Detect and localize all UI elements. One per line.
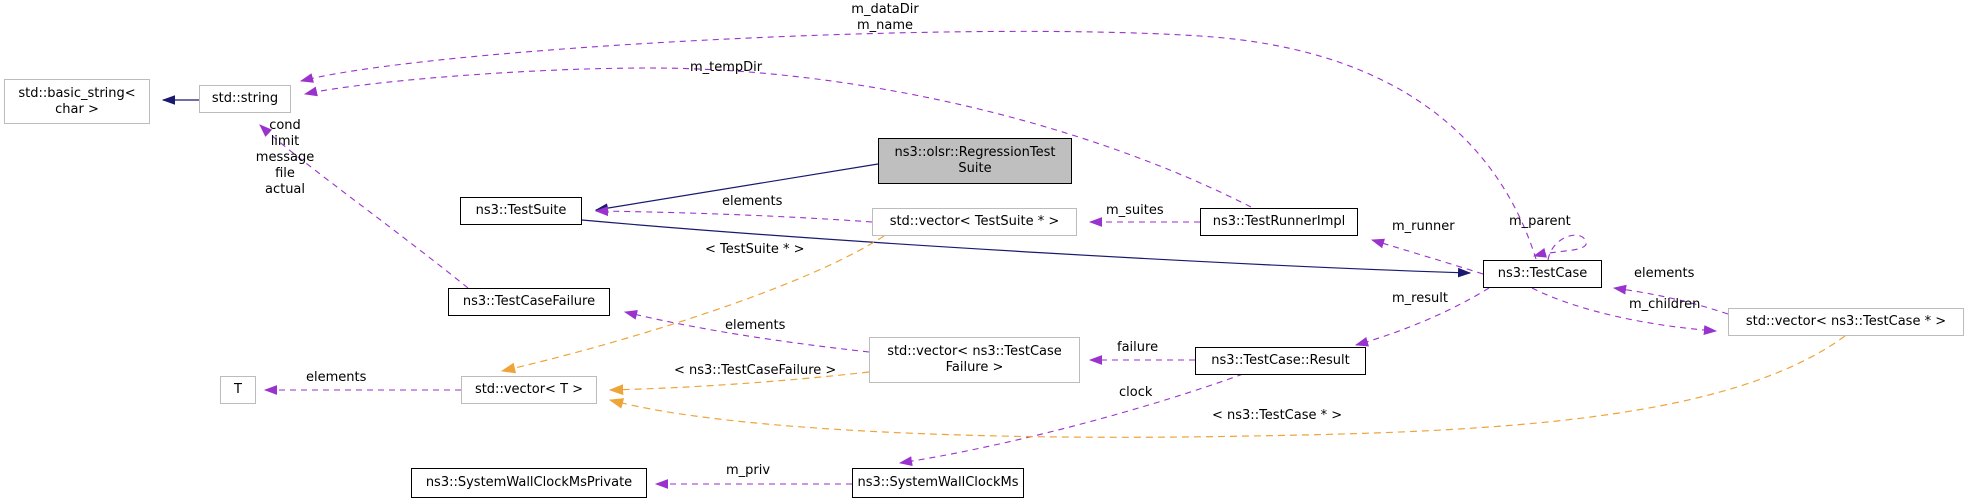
label-m-runner: m_runner — [1392, 219, 1455, 234]
node-t[interactable]: T — [220, 376, 256, 404]
label-elements-testcasefailure: elements — [725, 318, 786, 333]
edge-m-result — [1354, 287, 1490, 347]
label-m-tempdir: m_tempDir — [690, 60, 763, 75]
label-failure: failure — [1117, 340, 1159, 355]
node-ns3-testcase[interactable]: ns3::TestCase — [1483, 260, 1602, 288]
label-m-parent: m_parent — [1509, 214, 1571, 229]
edge-template-testcase-ptr — [608, 335, 1846, 438]
edge-m-parent-selfloop — [1532, 234, 1587, 261]
node-ns3-testcasefailure[interactable]: ns3::TestCaseFailure — [448, 288, 610, 316]
node-std-vector-testsuite[interactable]: std::vector< TestSuite * > — [872, 208, 1077, 236]
label-m-suites: m_suites — [1106, 203, 1164, 218]
edge-m-tempdir — [303, 67, 1252, 208]
label-template-testcasefailure: < ns3::TestCaseFailure > — [674, 363, 837, 378]
node-ns3-testrunnerimpl[interactable]: ns3::TestRunnerImpl — [1200, 208, 1358, 236]
edge-elements-vectcf-testcasefailure — [623, 310, 870, 353]
node-ns3-testsuite[interactable]: ns3::TestSuite — [460, 197, 582, 225]
label-cond-limit-message-file-actual: cond limit message file actual — [255, 118, 315, 197]
label-elements-t: elements — [306, 370, 367, 385]
edge-cond-limit-message-file-actual — [259, 124, 469, 289]
label-m-result: m_result — [1392, 291, 1448, 306]
label-template-testcase-ptr: < ns3::TestCase * > — [1212, 408, 1343, 423]
node-ns3-systemwallclockms[interactable]: ns3::SystemWallClockMs — [852, 468, 1024, 498]
node-ns3-olsr-regressiontestsuite[interactable]: ns3::olsr::RegressionTest Suite — [878, 138, 1072, 184]
edge-m-runner — [1370, 238, 1484, 275]
edge-clock — [898, 373, 1244, 467]
node-std-vector-t[interactable]: std::vector< T > — [461, 376, 597, 404]
edge-regressionsuite-to-testsuite — [594, 163, 879, 213]
node-std-string[interactable]: std::string — [199, 85, 291, 113]
node-std-basic-string[interactable]: std::basic_string< char > — [4, 79, 150, 124]
label-m-datadir-m-name: m_dataDir m_name — [851, 2, 919, 33]
label-m-children: m_children — [1629, 297, 1701, 312]
edge-testsuite-to-testcase — [581, 219, 1472, 278]
node-std-vector-testcase-ptr[interactable]: std::vector< ns3::TestCase * > — [1728, 308, 1964, 336]
label-template-testsuite-ptr: < TestSuite * > — [705, 242, 805, 257]
node-ns3-systemwallclockmsprivate[interactable]: ns3::SystemWallClockMsPrivate — [411, 468, 647, 498]
node-ns3-testcase-result[interactable]: ns3::TestCase::Result — [1195, 347, 1366, 375]
label-m-priv: m_priv — [726, 463, 771, 478]
label-elements-testcase: elements — [1634, 266, 1695, 281]
node-std-vector-testcasefailure[interactable]: std::vector< ns3::TestCase Failure > — [869, 337, 1080, 383]
edge-template-testcasefailure — [608, 371, 870, 396]
edge-m-children — [1531, 287, 1718, 336]
label-clock: clock — [1119, 385, 1153, 400]
edge-elements-vectestcase-testcase — [1612, 284, 1729, 315]
edge-template-testsuite-ptr — [500, 235, 885, 374]
label-elements-testsuite: elements — [722, 194, 783, 209]
edge-elements-vectestsuite-testsuite — [594, 206, 873, 223]
